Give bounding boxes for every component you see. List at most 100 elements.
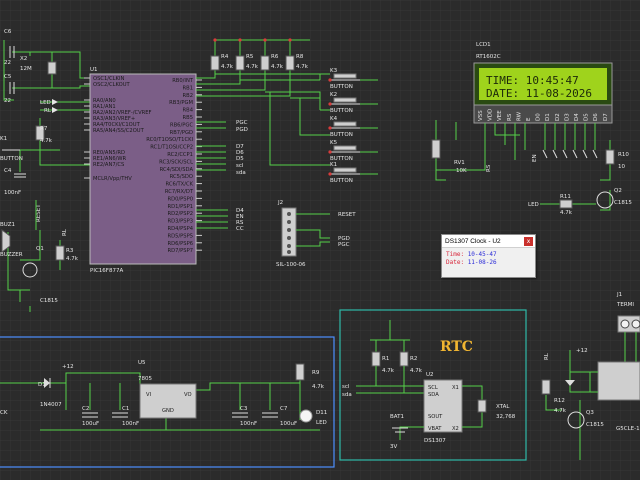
lcd-part: RT1602C — [476, 54, 501, 60]
label-d1-value: 1N4007 — [40, 402, 62, 408]
label-rl-net: RL — [62, 228, 68, 236]
resistor-value: 4.7k — [296, 64, 309, 70]
resistor-ref: R8 — [296, 54, 304, 60]
label-reset-net: RESET — [36, 204, 42, 222]
label-p12: +12 — [62, 364, 74, 370]
mcu-right-pin: RB5 — [183, 115, 193, 121]
button-ref: K5 — [330, 140, 338, 146]
button-label: BUTTON — [330, 84, 353, 90]
lcd-pin: D1 — [545, 113, 551, 121]
lcd-pin: E — [526, 117, 532, 121]
reset-circuit[interactable]: R7 4.7k K1 BUTTON C4 100nF RESET — [0, 118, 91, 230]
mcu-left-pin: OSC1/CLKIN — [93, 76, 124, 82]
ds1307-clock-window[interactable]: DS1307 Clock - U2 x Time: 10-45-47 Date:… — [441, 234, 536, 278]
mcu-left-pin: RA2/AN2/VREF-/CVREF — [93, 110, 152, 116]
lcd-pin: D5 — [584, 113, 590, 121]
label-relay: G5CLE-1 — [616, 426, 640, 432]
mcu-right-pin: RC5/SDO — [170, 174, 193, 180]
lcd-line-1: TIME: 10:45:47 — [486, 74, 579, 87]
rtc-net-scl: scl — [342, 384, 350, 390]
label-c6-value: 22 — [4, 60, 11, 66]
mcu-right-pin: RB4 — [183, 108, 194, 114]
label-rv1: RV1 — [454, 160, 465, 166]
lcd-ref: LCD1 — [476, 42, 491, 48]
label-c6: C6 — [4, 29, 12, 35]
label-q3: Q3 — [586, 410, 594, 416]
label-r2: R2 — [410, 356, 417, 362]
button-label: BUTTON — [330, 108, 353, 114]
buzzer-circuit[interactable]: BUZ1 BUZZER Q1 C1815 R3 4.7k RL — [0, 222, 79, 312]
button-label: BUTTON — [330, 156, 353, 162]
mcu-left-pin: MCLR/Vpp/THV — [93, 176, 132, 182]
net-d6: D6 — [236, 150, 244, 156]
lcd-module[interactable]: LCD1 RT1602C TIME: 10:45:47 DATE: 11-08-… — [473, 42, 613, 124]
lcd-pin: D7 — [603, 113, 609, 121]
label-buz1: BUZ1 — [0, 222, 15, 228]
net-en: EN — [236, 214, 244, 220]
label-c4: C4 — [4, 168, 12, 174]
net-rs: RS — [236, 220, 244, 226]
net-pgd: PGD — [236, 127, 248, 133]
net-d5: D5 — [236, 156, 244, 162]
mcu-left-pin: RE2/AN7/CS — [93, 162, 124, 168]
mcu-left-pin: RA3/AN3/VREF+ — [93, 116, 135, 122]
programming-header[interactable]: J2 SIL-100-06 RESET PGD PGC — [276, 200, 356, 268]
popup-date-value: 11-08-26 — [467, 259, 497, 266]
label-d1: D1 — [38, 382, 46, 388]
label-u2: U2 — [426, 372, 434, 378]
label-c5-value: 22 — [4, 98, 11, 104]
label-p12b: +12 — [576, 348, 588, 354]
mcu-left-pin: RE0/AN5/RD — [93, 150, 125, 156]
rtc-block[interactable]: RTC R1 4.7k R2 4.7k scl sda U2 DS1307 SC… — [339, 309, 527, 461]
popup-date-label: Date: — [446, 259, 465, 266]
pic16f877a-chip[interactable]: U1 PIC16F877A OSC1/CLKINOSC2/CLKOUTRA0/A… — [84, 67, 202, 274]
mcu-left-pin: RA5/AN4/SS/C2OUT — [93, 128, 145, 134]
label-q2: Q2 — [614, 188, 622, 194]
label-led: LED — [40, 100, 51, 106]
label-c1: C1 — [122, 406, 129, 412]
relay-block[interactable]: J1 TERMI G5CLE-1 +12 RL R12 4.7k Q3 C181… — [541, 292, 640, 460]
mcu-right-pin: RD0/PSP0 — [168, 196, 194, 202]
label-k1-value: BUTTON — [0, 156, 23, 162]
mcu-right-pin: RD1/PSP1 — [168, 204, 194, 210]
lcd-wiring[interactable]: RV1 10K RS EN R10 10 LED R11 4.7k Q2 C18… — [431, 120, 632, 216]
label-r10-value: 10 — [618, 164, 625, 170]
label-ck: CK — [0, 410, 8, 416]
label-r9-value: 4.7k — [312, 384, 325, 390]
label-c7: C7 — [280, 406, 288, 412]
label-q2-value: C1815 — [614, 200, 632, 206]
popup-titlebar[interactable]: DS1307 Clock - U2 x — [442, 235, 535, 248]
close-icon[interactable]: x — [524, 236, 533, 246]
button-ref: K2 — [330, 92, 337, 98]
label-q1-value: C1815 — [40, 298, 58, 304]
resistor-ref: R5 — [246, 54, 254, 60]
lcd-pin: D2 — [555, 113, 561, 121]
mcu-right-pin: RD6/PSP6 — [168, 241, 194, 247]
label-r3-value: 4.7k — [66, 256, 79, 262]
resistor-value: 4.7k — [271, 64, 284, 70]
label-c2: C2 — [82, 406, 89, 412]
popup-date-row: Date: 11-08-26 — [446, 259, 531, 267]
header-pgd: PGD — [338, 236, 350, 242]
label-r9: R9 — [312, 370, 320, 376]
mcu-right-pin: RB6/PGC — [170, 122, 193, 128]
mcu-right-pin: RC3/SCK/SCL — [159, 159, 193, 165]
mcu-left-pin: RA1/AN1 — [93, 104, 116, 110]
label-terminal: TERMI — [616, 302, 634, 308]
power-supply-block[interactable]: D1 1N4007 +12 U5 7805 VI GND VO C2 100uF… — [0, 336, 335, 468]
mcu-right-pin: RC4/SDI/SDA — [160, 167, 194, 173]
mcu-left-pin: RE1/AN6/WR — [93, 156, 127, 162]
mcu-right-pin: RB3/PGM — [169, 100, 193, 106]
label-j1: J1 — [616, 292, 622, 298]
label-k1: K1 — [0, 136, 7, 142]
label-rv1-value: 10K — [456, 168, 467, 174]
lcd-pin: VDD — [488, 109, 494, 121]
rtc-pin-vbat: VBAT — [428, 426, 442, 432]
label-d11: D11 — [316, 410, 327, 416]
label-c4-value: 100nF — [4, 190, 21, 196]
net-pgc: PGC — [236, 120, 248, 126]
oscillator-section[interactable]: C6 22 C5 22 X2 12M — [3, 29, 90, 104]
